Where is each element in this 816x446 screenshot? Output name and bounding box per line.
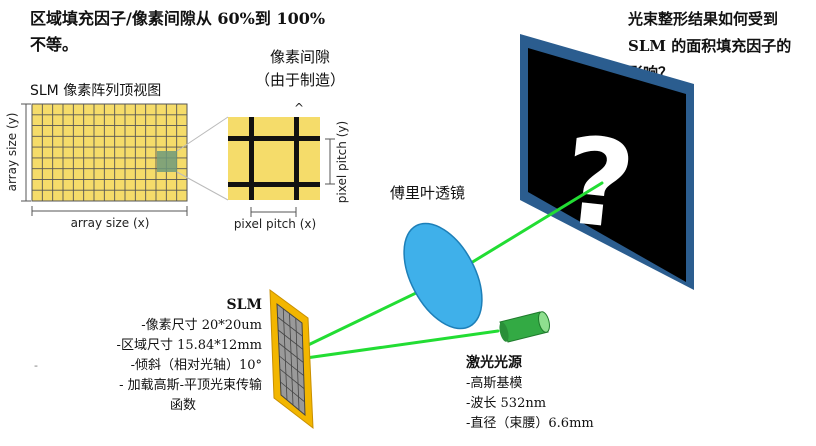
slm-spec-item: -区域尺寸 15.84*12mm [116, 338, 262, 353]
slm-panel-column-line [295, 318, 300, 411]
slm-panel-row-line [280, 381, 305, 403]
slm-panel-row-line [278, 342, 304, 363]
fill-factor-note: 区域填充因子/像素间隙从 60%到 100% 不等。 [30, 6, 325, 58]
laser-spec-item: -波长 532nm [466, 396, 547, 411]
slm-panel-grid [277, 308, 305, 411]
pixel-gap-view [228, 117, 320, 200]
slm-spec-title: SLM [226, 297, 262, 313]
laser-source [499, 311, 550, 343]
screen-surface [528, 48, 686, 282]
slm-panel-row-line [279, 368, 305, 390]
slm-panel-row-line [277, 316, 303, 337]
question-note-line-1: 光束整形结果如何受到 [628, 10, 779, 28]
slm-spec-item: - 加载高斯-平顶光束传输 [119, 378, 262, 393]
pixel-pitch-arrows [250, 138, 335, 217]
slm-spec-item: -像素尺寸 20*20um [141, 318, 262, 333]
highlighted-pixel [157, 151, 177, 172]
pixel-gap-subtitle: （由于制造） [254, 71, 345, 89]
laser-spec-block: 激光光源 -高斯基模 -波长 532nm -直径（束腰）6.6mm [466, 352, 666, 434]
pixel-gap-bars [228, 117, 320, 200]
slm-panel-column-line [289, 313, 294, 406]
question-note: 光束整形结果如何受到 SLM 的面积填充因子的 影响？ [628, 6, 791, 87]
pixel-gap-background [228, 117, 320, 200]
output-screen [520, 34, 694, 290]
incident-beam [304, 329, 500, 360]
slm-panel-row-line [277, 329, 304, 350]
slm-spec-item: -倾斜（相对光轴）10° [130, 358, 262, 373]
array-size-arrows [21, 103, 188, 216]
array-size-x-label: array size (x) [71, 216, 150, 230]
stray-mark: - [34, 359, 38, 372]
fourier-lens [403, 222, 483, 330]
pixel-gap-marker: ^ [294, 101, 304, 115]
fill-factor-note-line-1: 区域填充因子/像素间隙从 60%到 100% [30, 9, 326, 28]
zoom-lines [176, 116, 229, 201]
slm-spec-block: SLM -像素尺寸 20*20um -区域尺寸 15.84*12mm -倾斜（相… [90, 294, 262, 416]
laser-spec-item: -直径（束腰）6.6mm [466, 416, 594, 431]
pixel-gap-title-block: 像素间隙 （由于制造） [250, 46, 350, 90]
question-note-line-2: SLM 的面积填充因子的 [628, 37, 792, 55]
slm-spec-item: 函数 [170, 398, 197, 413]
pixel-gap-title: 像素间隙 [269, 48, 330, 66]
laser-spec-item: -高斯基模 [466, 376, 523, 391]
pixel-pitch-y-label: pixel pitch (y) [335, 121, 349, 203]
fill-factor-note-line-2: 不等。 [30, 35, 79, 54]
slm-device [269, 288, 314, 430]
slm-top-view-title: SLM 像素阵列顶视图 [30, 83, 162, 99]
slm-pixel-array [31, 103, 188, 202]
slm-panel-column-line [282, 308, 288, 401]
laser-spec-title: 激光光源 [466, 355, 522, 371]
fourier-lens-label: 傅里叶透镜 [390, 184, 466, 202]
slm-panel-row-line [279, 355, 304, 376]
array-size-y-label: array size (y) [5, 113, 19, 192]
pixel-pitch-x-label: pixel pitch (x) [234, 217, 316, 231]
